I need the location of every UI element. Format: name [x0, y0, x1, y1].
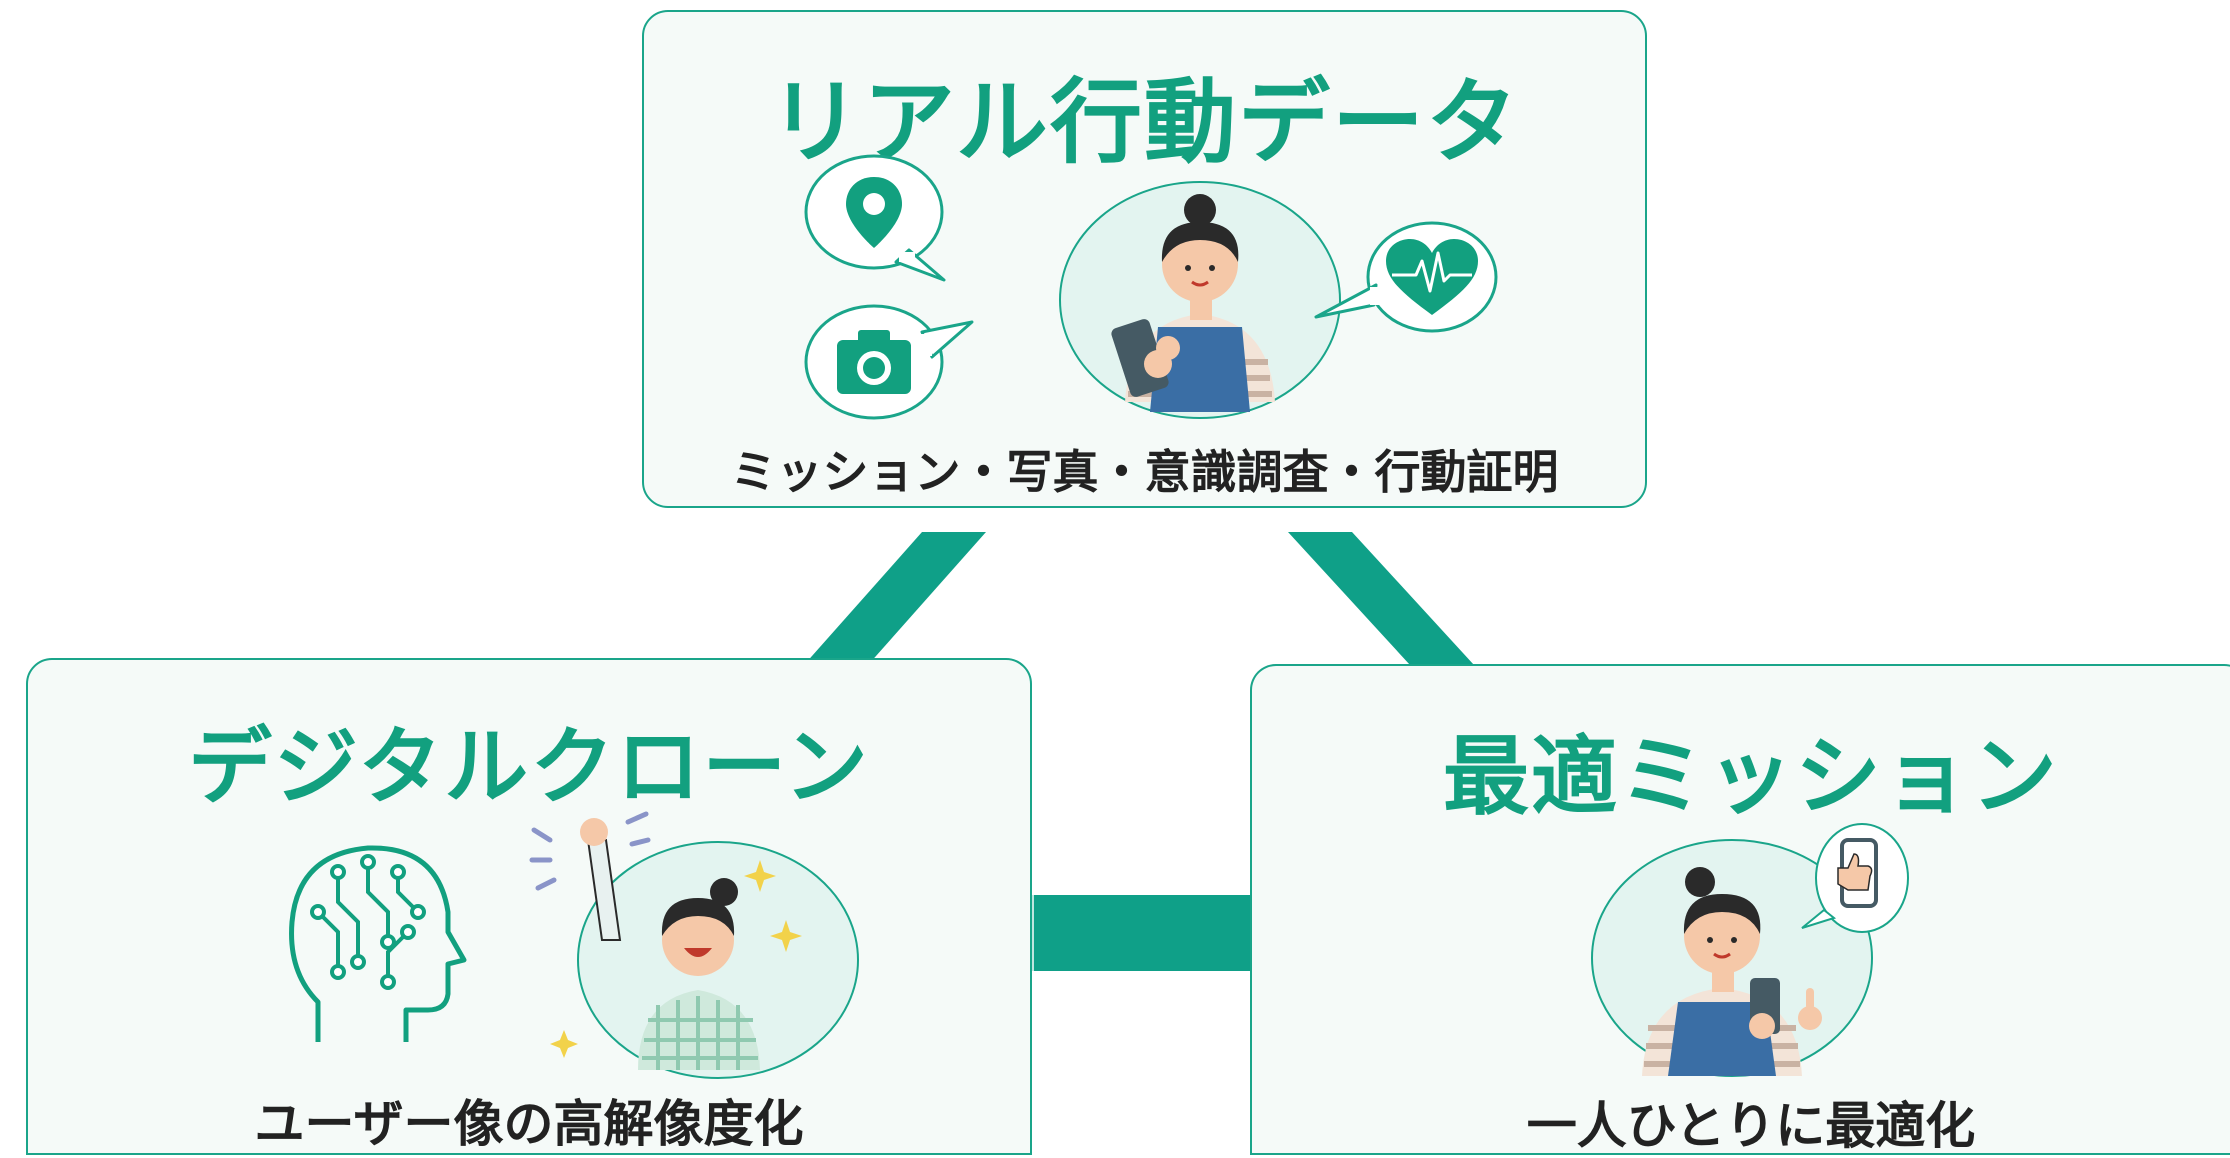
connector-top-right [1288, 532, 1474, 665]
location-pin-icon [804, 154, 946, 282]
card-title: デジタルクローン [187, 718, 871, 816]
card-caption: 一人ひとりに最適化 [1526, 1097, 1976, 1155]
card-caption: ユーザー像の高解像度化 [254, 1095, 804, 1153]
card-caption: ミッション・写真・意識調査・行動証明 [730, 445, 1559, 499]
card-title: 最適ミッション [1443, 727, 2059, 827]
camera-icon [804, 304, 974, 420]
woman-using-tablet-illustration [1059, 181, 1341, 419]
card-real-behavior-data: リアル行動データ ミッション [642, 10, 1647, 508]
heart-pulse-icon [1314, 221, 1498, 333]
connector-bottom [1030, 895, 1252, 971]
woman-with-phone-illustration [1591, 823, 1909, 1077]
card-digital-clone: デジタルクローン [26, 658, 1032, 1155]
card-optimal-mission: 最適ミッション 一人ひとりに最適化 [1250, 664, 2230, 1155]
connector-top-left [804, 532, 986, 665]
ai-head-circuit-icon [289, 845, 467, 1042]
woman-celebrating-illustration [529, 811, 859, 1079]
